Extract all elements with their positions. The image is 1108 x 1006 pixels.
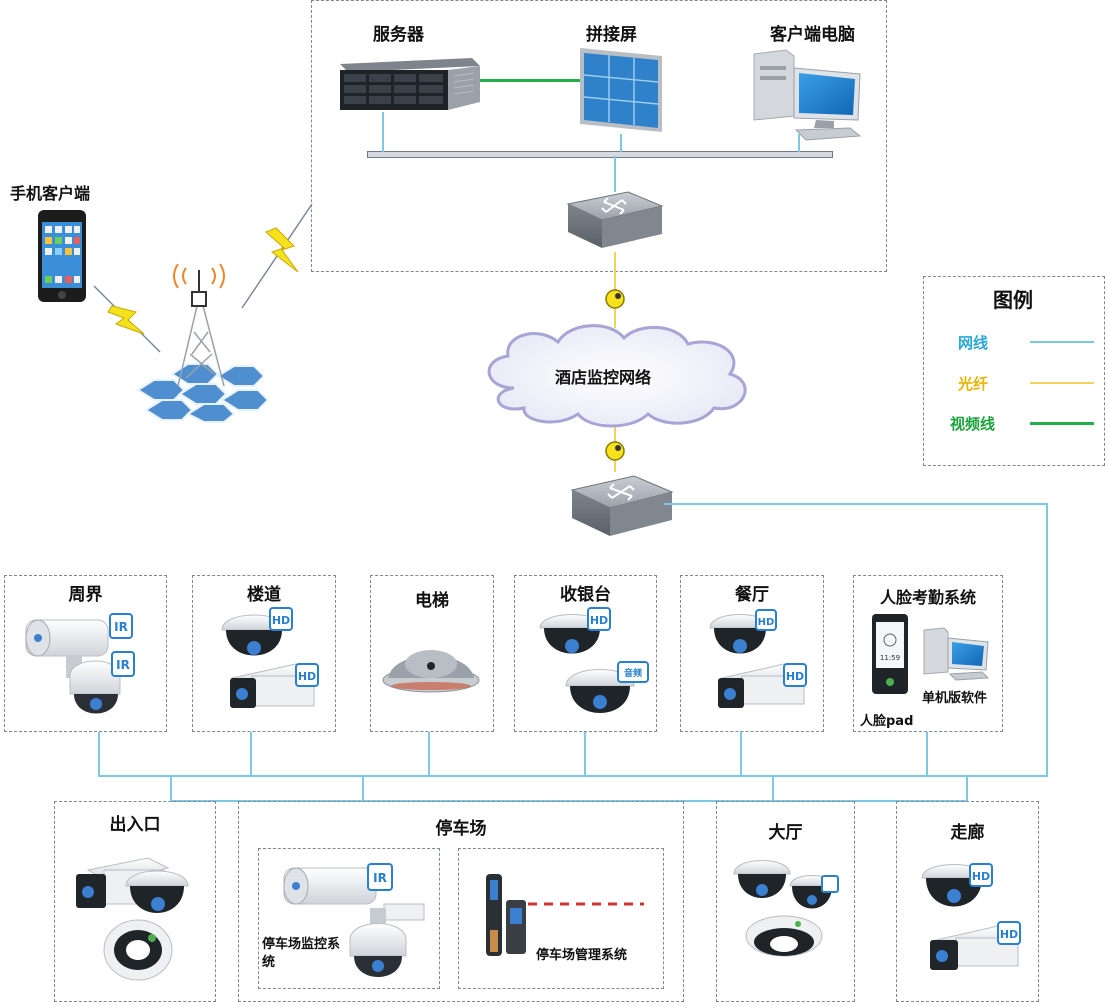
svg-text:11:59: 11:59 bbox=[880, 654, 900, 662]
entrance-camera-icon bbox=[76, 857, 189, 981]
face-software-pc-icon bbox=[923, 627, 990, 681]
face-pad-label: 人脸pad bbox=[860, 714, 914, 729]
drop-zhoujie bbox=[98, 732, 100, 776]
network-label: 酒店监控网络 bbox=[555, 368, 652, 387]
legend-swatch-network bbox=[1030, 341, 1094, 343]
zone-churukou-label: 出入口 bbox=[109, 815, 161, 835]
bullet-camera-icon: IR IR bbox=[25, 613, 135, 714]
access-switch-icon bbox=[570, 475, 674, 536]
drop-shouyin bbox=[584, 732, 586, 776]
zone-loudao-badge-2: HD bbox=[298, 670, 316, 683]
svg-text:IR: IR bbox=[373, 871, 387, 885]
legend-swatch-video bbox=[1030, 422, 1094, 425]
splice-screen-icon bbox=[580, 48, 662, 132]
client-pc-label: 客户端电脑 bbox=[770, 25, 855, 45]
zone-zhoujie-badge-2: IR bbox=[116, 658, 130, 672]
network-cloud-icon bbox=[487, 324, 747, 428]
switch-to-right-line bbox=[664, 503, 1048, 505]
zone-zoulang-box bbox=[896, 801, 1039, 1002]
zone-shouyin-box bbox=[514, 575, 657, 732]
screen-drop-line bbox=[620, 134, 622, 152]
top-zone-bus bbox=[98, 775, 1048, 777]
zone-dating-box bbox=[716, 801, 855, 1002]
zone-loudao-label: 楼道 bbox=[247, 585, 281, 605]
cashier-camera-icon: HD 音频 bbox=[539, 607, 649, 713]
corridor-camera-icon: HD HD bbox=[921, 863, 1021, 970]
legend-label-fiber: 光纤 bbox=[958, 375, 989, 393]
server-drop-line bbox=[382, 112, 384, 152]
dome-camera-icon: HD HD bbox=[221, 607, 319, 708]
zone-renlian-box bbox=[853, 575, 1003, 732]
drop-canting bbox=[740, 732, 742, 776]
legend-title: 图例 bbox=[993, 288, 1033, 312]
drop-churukou bbox=[170, 775, 172, 801]
legend-box bbox=[923, 276, 1105, 466]
zone-zhoujie-label: 周界 bbox=[68, 585, 103, 605]
zone-tingchechang-label: 停车场 bbox=[435, 819, 487, 839]
legend-label-video: 视频线 bbox=[950, 415, 996, 433]
core-switch-icon bbox=[566, 191, 664, 248]
video-line bbox=[480, 79, 580, 82]
server-icon bbox=[340, 58, 480, 110]
server-bus-bar bbox=[367, 151, 833, 158]
parking-monitor-text: 停车场监控系统 bbox=[262, 937, 341, 970]
legend-label-network: 网线 bbox=[958, 334, 989, 352]
zone-loudao-box bbox=[192, 575, 336, 732]
zone-canting-label: 餐厅 bbox=[735, 585, 769, 605]
mobile-label: 手机客户端 bbox=[10, 184, 91, 203]
drop-renlian bbox=[926, 732, 928, 776]
zone-tingchechang-box bbox=[238, 801, 684, 1002]
drop-tingchechang bbox=[362, 775, 364, 801]
zone-canting-badge-2: HD bbox=[786, 670, 804, 683]
zone-shouyin-badge-2: 音频 bbox=[624, 667, 642, 679]
zone-zhoujie-badge-1: IR bbox=[114, 620, 128, 634]
lobby-camera-icon bbox=[733, 860, 839, 957]
splice-screen-label: 拼接屏 bbox=[586, 25, 637, 45]
zone-dianti-box bbox=[370, 575, 494, 732]
zone-dating-label: 大厅 bbox=[768, 823, 803, 843]
zone-canting-badge-1: HD bbox=[758, 617, 775, 628]
elevator-camera-icon bbox=[382, 650, 480, 693]
server-room-box bbox=[311, 0, 887, 272]
drop-dating bbox=[772, 775, 774, 801]
svg-text:HD: HD bbox=[1000, 928, 1018, 941]
zone-shouyin-label: 收银台 bbox=[560, 585, 611, 605]
zone-canting-box bbox=[680, 575, 824, 732]
zone-loudao-badge-1: HD bbox=[272, 614, 290, 627]
mobile-phone-icon bbox=[38, 210, 86, 302]
drop-loudao bbox=[250, 732, 252, 776]
client-pc-icon bbox=[753, 49, 862, 141]
svg-text:HD: HD bbox=[972, 870, 990, 883]
parking-monitor-box bbox=[258, 848, 440, 989]
legend-swatch-fiber bbox=[1030, 382, 1094, 384]
zone-zhoujie-box bbox=[4, 575, 167, 732]
face-software-label: 单机版软件 bbox=[922, 691, 988, 706]
wireless-link-icon-2 bbox=[93, 285, 161, 353]
wireless-link-icon bbox=[241, 203, 313, 309]
zone-shouyin-badge-1: HD bbox=[590, 614, 608, 627]
restaurant-camera-icon: HD HD bbox=[709, 609, 807, 708]
parking-manage-box bbox=[458, 848, 664, 989]
drop-dianti bbox=[428, 732, 430, 776]
parking-camera-icon: IR bbox=[283, 863, 425, 977]
parking-manage-label: 停车场管理系统 bbox=[536, 948, 628, 963]
parking-gate-icon bbox=[486, 874, 644, 956]
right-trunk-line bbox=[1046, 503, 1048, 777]
drop-zoulang bbox=[966, 775, 968, 801]
zone-zoulang-label: 走廊 bbox=[950, 823, 985, 843]
face-pad-icon: 11:59 bbox=[872, 614, 908, 694]
server-label: 服务器 bbox=[373, 25, 424, 45]
parking-monitor-label: 停车场监控系统 bbox=[262, 936, 342, 972]
zone-renlian-label: 人脸考勤系统 bbox=[880, 588, 977, 607]
pc-drop-line bbox=[798, 134, 800, 152]
base-station-icon bbox=[136, 263, 270, 423]
zone-dianti-label: 电梯 bbox=[415, 591, 449, 611]
fiber-connector-icon-top bbox=[605, 289, 625, 309]
fiber-connector-icon-bottom bbox=[605, 441, 625, 461]
bus-to-switch-line bbox=[614, 156, 616, 192]
zone-churukou-box bbox=[54, 801, 216, 1002]
